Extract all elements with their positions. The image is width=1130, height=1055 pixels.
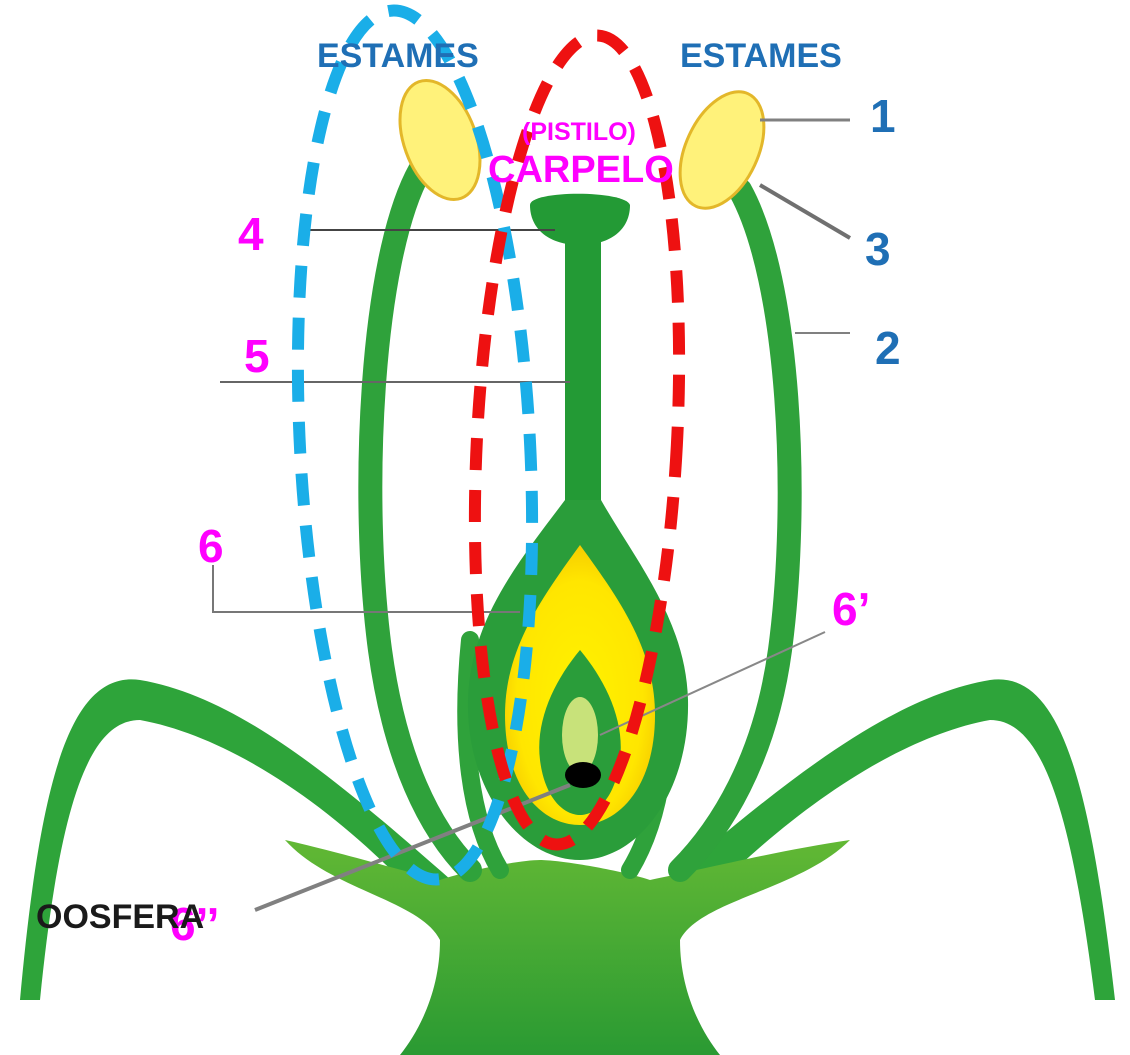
left-filament: [370, 170, 470, 870]
receptacle: [285, 840, 850, 1055]
stigma: [530, 194, 630, 245]
label-stamens-left: ESTAMES: [317, 37, 479, 75]
label-carpel: CARPELO: [488, 149, 674, 191]
label-oosfera: OOSFERA: [36, 898, 204, 936]
label-num-1: 1: [870, 90, 896, 142]
label-num-6: 6: [198, 520, 224, 572]
label-num-4: 4: [238, 208, 264, 260]
label-num-6-prime: 6’: [832, 583, 870, 635]
label-stamens-right: ESTAMES: [680, 37, 842, 75]
label-pistil: (PISTILO): [522, 118, 636, 146]
ovule-core: [562, 697, 598, 773]
label-num-2: 2: [875, 322, 901, 374]
oosphere-dot: [565, 762, 601, 788]
style: [565, 240, 601, 510]
right-filament: [680, 190, 790, 870]
label-num-3: 3: [865, 223, 891, 275]
leader-3: [760, 185, 850, 238]
right-anther: [663, 79, 781, 222]
label-num-5: 5: [244, 330, 270, 382]
